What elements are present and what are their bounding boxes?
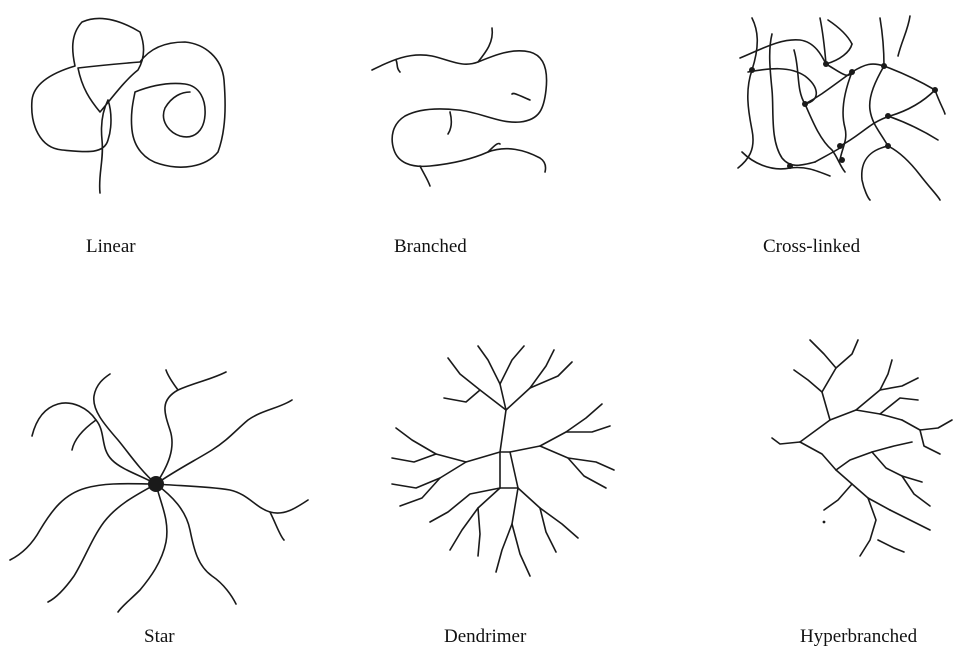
branched-label: Branched xyxy=(394,236,467,258)
star-polymer-figure xyxy=(10,370,308,612)
hyperbranched-label: Hyperbranched xyxy=(800,626,917,648)
dendrimer-figure xyxy=(392,346,614,576)
crosslinked-label: Cross-linked xyxy=(763,236,860,258)
linear-polymer-figure xyxy=(32,18,225,193)
branched-polymer-figure xyxy=(372,28,547,186)
crosslinked-polymer-figure xyxy=(738,16,945,200)
star-label: Star xyxy=(144,626,175,648)
hyperbranched-figure xyxy=(772,340,952,556)
linear-label: Linear xyxy=(86,236,136,258)
dendrimer-label: Dendrimer xyxy=(444,626,526,648)
